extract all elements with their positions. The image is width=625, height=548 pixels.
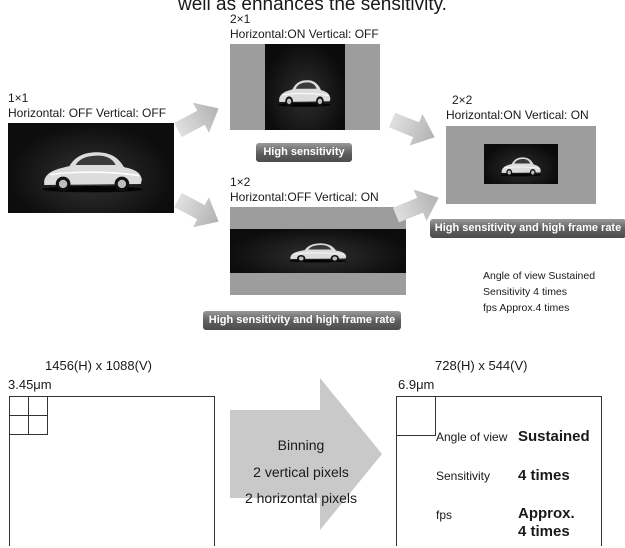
result-sensitivity-label: Sensitivity xyxy=(436,469,491,483)
mode-2x1-setting: Horizontal:ON Vertical: OFF xyxy=(230,27,379,41)
badge-1x2: High sensitivity and high frame rate xyxy=(203,311,401,330)
result-angle-value: Sustained xyxy=(518,428,590,445)
mode-1x1-name: 1×1 xyxy=(8,91,29,105)
mode-2x2-name: 2×2 xyxy=(452,93,473,107)
binning-arrow xyxy=(230,378,382,530)
photo-1x2 xyxy=(230,207,406,295)
mode-1x2-setting: Horizontal:OFF Vertical: ON xyxy=(230,190,379,204)
badge-2x2: High sensitivity and high frame rate xyxy=(430,219,625,238)
pixel-cell xyxy=(9,396,29,416)
left-sensor-pixel-size: 3.45μm xyxy=(8,377,52,392)
arrow-2x1-to-2x2 xyxy=(389,112,435,146)
binned-pixel-cell xyxy=(396,396,436,436)
summary-note-line3: fps Approx.4 times xyxy=(483,302,570,314)
mode-1x1-setting: Horizontal: OFF Vertical: OFF xyxy=(8,106,167,120)
photo-2x1 xyxy=(230,44,380,130)
pixel-cell xyxy=(28,396,48,416)
arrow-1x2-to-2x2 xyxy=(393,189,439,223)
result-fps-label: fps xyxy=(436,508,453,522)
result-sensitivity-value: 4 times xyxy=(518,467,570,484)
binning-title: Binning xyxy=(277,437,325,453)
binning-vertical: 2 vertical pixels xyxy=(253,464,349,480)
pixel-cell xyxy=(28,415,48,435)
binning-horizontal: 2 horizontal pixels xyxy=(244,490,358,506)
mode-1x2-name: 1×2 xyxy=(230,175,251,189)
result-fps-value: Approx. 4 times xyxy=(518,505,575,540)
result-angle-label: Angle of view xyxy=(436,430,508,444)
right-sensor-resolution: 728(H) x 544(V) xyxy=(435,358,528,373)
left-sensor-frame xyxy=(9,396,215,546)
mode-2x2-setting: Horizontal:ON Vertical: ON xyxy=(446,108,589,122)
photo-1x1 xyxy=(8,123,174,213)
intro-text: well as enhances the sensitivity. xyxy=(178,0,447,15)
right-sensor-pixel-size: 6.9μm xyxy=(398,377,435,392)
arrow-1x1-to-1x2 xyxy=(174,192,219,228)
mode-2x1-name: 2×1 xyxy=(230,12,251,26)
summary-note-line2: Sensitivity 4 times xyxy=(483,286,568,298)
photo-2x2 xyxy=(446,126,596,204)
left-sensor-resolution: 1456(H) x 1088(V) xyxy=(45,358,152,373)
badge-2x1: High sensitivity xyxy=(256,143,352,162)
summary-note-line1: Angle of view Sustained xyxy=(483,270,596,282)
pixel-cell xyxy=(9,415,29,435)
right-sensor-frame xyxy=(396,396,602,546)
arrow-1x1-to-2x1 xyxy=(174,102,219,138)
